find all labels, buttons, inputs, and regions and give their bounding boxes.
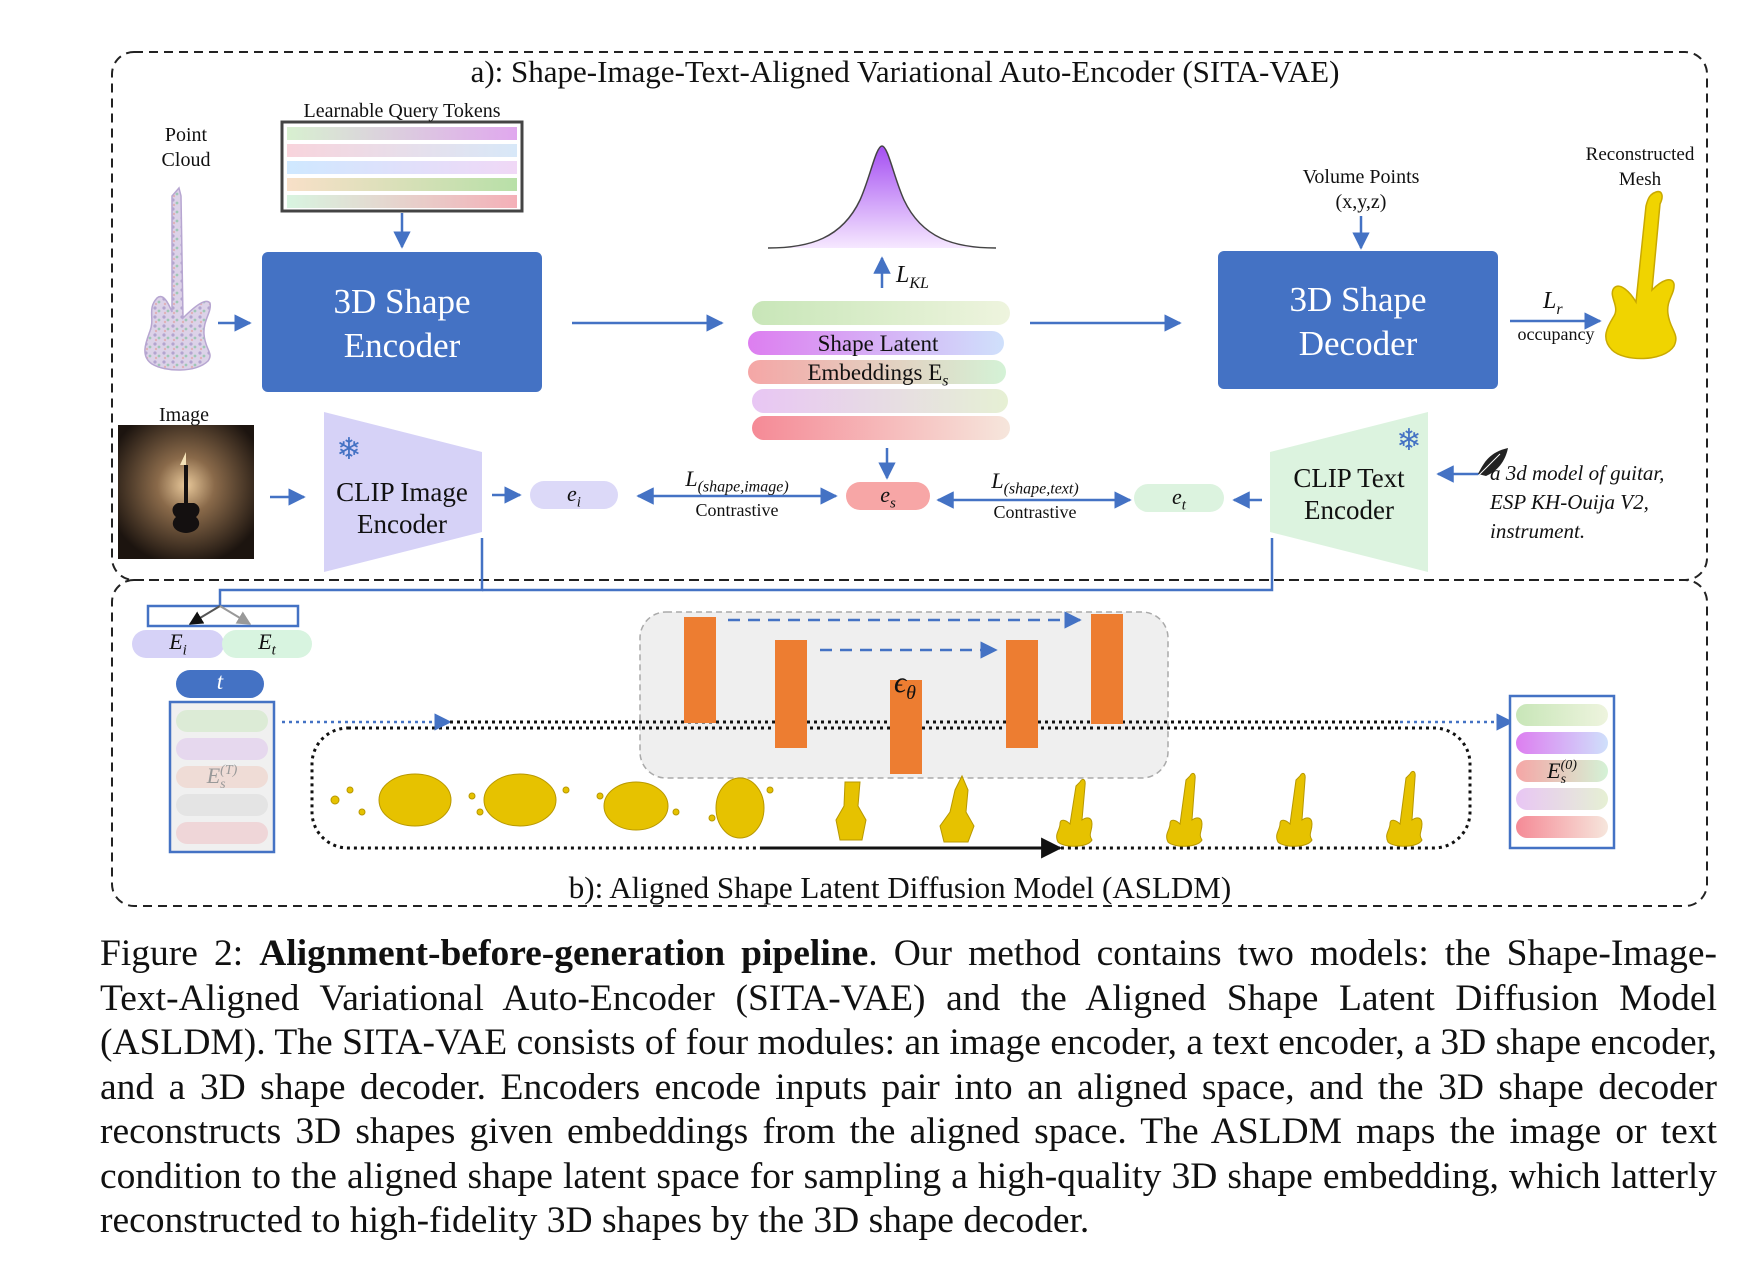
kl-loss-label: LKL xyxy=(896,262,929,292)
noisy-latent-label: E(T)s xyxy=(206,762,238,792)
sita-vae-frame xyxy=(111,51,1708,581)
feather-pen-icon xyxy=(1477,448,1508,477)
caption-bold-title: Alignment-before-generation pipeline xyxy=(259,933,869,974)
figure-caption: Figure 2: Alignment-before-generation pi… xyxy=(100,932,1717,1244)
e-i-label: ei xyxy=(567,481,581,511)
query-tokens-label: Learnable Query Tokens xyxy=(303,100,501,122)
shape-decoder-block xyxy=(1218,251,1498,389)
reconstructed-mesh-guitar-icon xyxy=(1605,190,1677,360)
e-t-pill xyxy=(1134,484,1224,512)
clip-image-encoder-label: CLIP Image Encoder xyxy=(336,477,468,539)
shape-encoder-block xyxy=(262,252,542,392)
loss-shape-image-label: L(shape,image) xyxy=(685,466,789,496)
caption-body: . Our method contains two models: the Sh… xyxy=(100,933,1717,1241)
noisy-latent-box xyxy=(168,700,276,854)
contrastive-left-label: Contrastive xyxy=(695,500,779,520)
point-cloud-guitar-icon xyxy=(144,186,212,371)
e-s-pill xyxy=(846,482,930,510)
text-prompt: a 3d model of guitar, ESP KH-Ouija V2, i… xyxy=(1490,461,1665,543)
e-t-label: et xyxy=(1172,484,1186,514)
asldm-frame xyxy=(111,579,1708,907)
learnable-query-tokens xyxy=(280,120,524,213)
latent-label-line1: Shape Latent xyxy=(817,331,939,356)
caption-prefix: Figure 2: xyxy=(100,933,260,974)
e-i-pill xyxy=(530,481,618,509)
shape-encoder-label: 3D Shape Encoder xyxy=(333,282,471,365)
frozen-snowflake-icon: ❄ xyxy=(336,433,361,466)
recon-loss-label: Lr xyxy=(1543,288,1563,318)
denoising-shape-sequence xyxy=(330,770,1423,847)
E-t-label: Et xyxy=(258,629,276,659)
condition-selector-box xyxy=(146,604,300,628)
clean-latent-box xyxy=(1508,694,1616,850)
E-t-pill xyxy=(222,630,312,658)
clean-latent-label: E(0)s xyxy=(1547,757,1577,787)
e-s-label: es xyxy=(880,482,896,512)
E-i-pill xyxy=(132,630,224,658)
frozen-snowflake-icon: ❄ xyxy=(1396,424,1421,457)
image-label: Image xyxy=(159,404,209,426)
latent-label-line2: Embeddings Es xyxy=(807,360,949,390)
contrastive-right-label: Contrastive xyxy=(993,502,1077,522)
asldm-title: b): Aligned Shape Latent Diffusion Model… xyxy=(568,870,1232,905)
loss-shape-text-label: L(shape,text) xyxy=(991,468,1079,498)
timestep-label: t xyxy=(216,669,224,694)
clip-image-encoder-block xyxy=(324,412,482,572)
shape-latent-embeddings xyxy=(748,301,1010,440)
sita-vae-title: a): Shape-Image-Text-Aligned Variational… xyxy=(470,54,1340,89)
denoiser-label: ϵθ xyxy=(894,666,916,704)
clip-text-encoder-block xyxy=(1270,412,1428,572)
clip-text-encoder-label: CLIP Text Encoder xyxy=(1293,463,1405,525)
point-cloud-label: Point Cloud xyxy=(161,124,211,171)
E-i-label: Ei xyxy=(169,629,187,659)
volume-points-label: Volume Points (x,y,z) xyxy=(1302,166,1420,213)
kl-gaussian-icon xyxy=(767,145,997,249)
unet-denoiser-icon xyxy=(684,614,1123,774)
timestep-pill xyxy=(176,670,264,698)
shape-decoder-label: 3D Shape Decoder xyxy=(1289,280,1427,363)
reconstructed-mesh-label: Reconstructed Mesh xyxy=(1585,144,1695,190)
guitar-photo-image xyxy=(118,425,254,559)
pipeline-diagram: ❄ ❄ xyxy=(111,51,1708,907)
occupancy-label: occupancy xyxy=(1517,324,1595,344)
pipeline-figure: ❄ ❄ xyxy=(111,51,1708,907)
